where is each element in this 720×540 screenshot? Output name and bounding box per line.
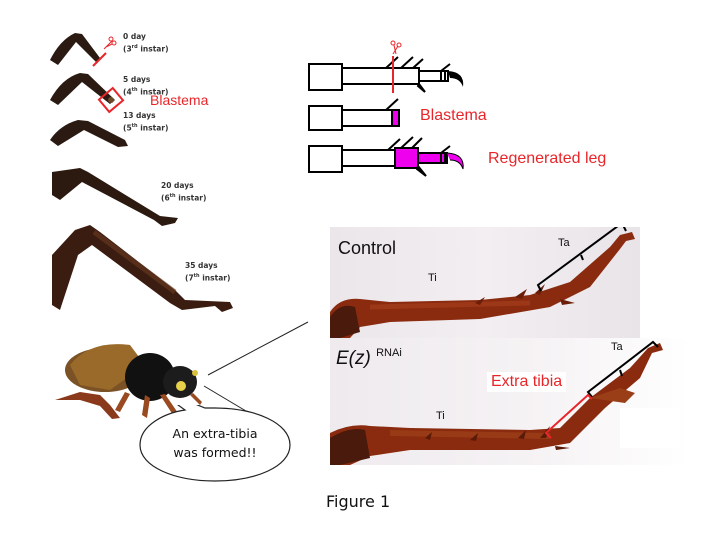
rnai-tarsus-label: Ta [611, 341, 623, 353]
stage-label-0: 0 day (3rd instar) [123, 31, 169, 55]
bubble-line-1: An extra-tibia [172, 426, 258, 441]
control-leg-photo [330, 227, 640, 338]
extra-tibia-bracket [544, 393, 593, 439]
figure-caption: Figure 1 [326, 492, 391, 511]
leg-stage-20 [52, 168, 178, 226]
schematic-intact-leg [308, 56, 464, 93]
blastema-photo-label: Blastema [150, 92, 209, 108]
schematic-regenerated-leg [308, 136, 464, 177]
stage-day: 20 days [161, 181, 194, 190]
schematic-regenerated-label: Regenerated leg [488, 150, 607, 167]
tarsus-bracket [536, 227, 627, 292]
extra-tibia-label: Extra tibia [487, 372, 567, 392]
scissors-icon [103, 36, 117, 50]
rnai-gene-name: E(z) [336, 348, 371, 369]
stage-label-20: 20 days (6th instar) [161, 180, 206, 204]
rnai-tarsus-bracket [586, 340, 659, 398]
stage-day: 35 days [185, 261, 218, 270]
control-leg-drawing [330, 227, 635, 338]
leg-stage-5 [50, 73, 115, 105]
stage-instar: (6th instar) [161, 193, 207, 203]
stage-instar: (3rd instar) [123, 44, 169, 54]
stage-day: 5 days [123, 75, 151, 84]
stage-day: 0 day [123, 32, 146, 41]
stage-label-35: 35 days (7th instar) [185, 260, 230, 284]
schematic-scissors-icon [390, 40, 402, 55]
speech-bubble-text: An extra-tibia was formed!! [155, 424, 275, 462]
rnai-tibia-label: Ti [436, 410, 445, 422]
leg-stage-35 [52, 225, 233, 312]
bubble-line-2: was formed!! [173, 445, 257, 460]
control-tibia-label: Ti [428, 272, 437, 284]
blastema-highlight-box [97, 86, 125, 114]
rnai-title: E(z) RNAi [336, 347, 402, 370]
cricket-image [55, 344, 202, 419]
cut-line [92, 52, 107, 67]
rnai-leg-photo [330, 338, 690, 465]
schematic-blastema-label: Blastema [420, 107, 487, 124]
stage-instar: (7th instar) [185, 273, 231, 283]
leg-stage-0 [50, 33, 100, 65]
stage-label-5: 5 days (4th instar) [123, 74, 168, 98]
schematic-blastema [308, 98, 400, 131]
control-title: Control [338, 238, 397, 258]
time-course-legs [50, 33, 233, 312]
speech-bubble [139, 405, 291, 482]
leg-stage-13 [50, 120, 128, 147]
rnai-suffix: RNAi [376, 347, 402, 359]
stage-instar: (4th instar) [123, 87, 169, 97]
stage-instar: (5th instar) [123, 123, 169, 133]
control-tarsus-label: Ta [558, 237, 570, 249]
stage-day: 13 days [123, 111, 156, 120]
stage-label-13: 13 days (5th instar) [123, 110, 168, 134]
rnai-leg-drawing [330, 340, 680, 465]
leg-schematic [308, 40, 464, 177]
